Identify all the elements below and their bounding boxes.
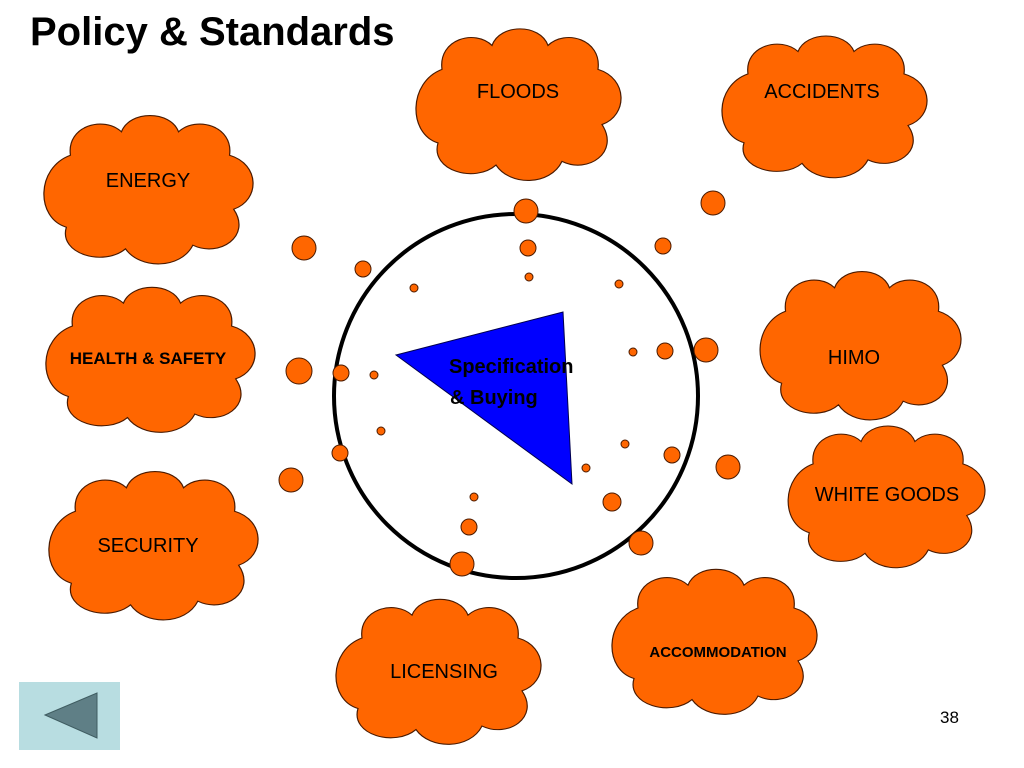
- bubble: [700, 190, 726, 216]
- cloud-label-licensing: LICENSING: [390, 661, 498, 683]
- bubble: [449, 551, 475, 577]
- bubble: [620, 439, 630, 449]
- cloud-accidents: ACCIDENTS: [721, 35, 928, 179]
- back-arrow-icon: [43, 692, 98, 739]
- bubble: [278, 467, 304, 493]
- bubble: [715, 454, 741, 480]
- page-number: 38: [940, 708, 959, 727]
- bubble: [460, 518, 478, 536]
- cloud-energy: ENERGY: [43, 114, 254, 265]
- cloud-label-accommodation: ACCOMMODATION: [649, 644, 786, 661]
- center-triangle: [394, 311, 573, 486]
- slide-title: Policy & Standards: [30, 10, 395, 54]
- bubble: [614, 279, 624, 289]
- bubble: [332, 364, 350, 382]
- bubble: [354, 260, 372, 278]
- bubble: [581, 463, 591, 473]
- bubble: [376, 426, 386, 436]
- bubble: [654, 237, 672, 255]
- cloud-white-goods: WHITE GOODS: [787, 425, 986, 569]
- bubble: [369, 370, 379, 380]
- bubbles: [278, 190, 741, 577]
- cloud-label-white-goods: WHITE GOODS: [815, 484, 959, 506]
- bubble: [524, 272, 534, 282]
- bubble: [469, 492, 479, 502]
- cloud-health-safety: HEALTH & SAFETY: [45, 286, 256, 433]
- cloud-label-floods: FLOODS: [477, 81, 559, 103]
- cloud-accommodation: ACCOMMODATION: [611, 568, 818, 715]
- cloud-security: SECURITY: [48, 470, 259, 621]
- bubble: [602, 492, 622, 512]
- cloud-label-security: SECURITY: [97, 535, 198, 557]
- bubble: [285, 357, 313, 385]
- bubble: [693, 337, 719, 363]
- cloud-label-accidents: ACCIDENTS: [764, 81, 880, 103]
- bubble: [628, 347, 638, 357]
- bubble: [628, 530, 654, 556]
- bubble: [656, 342, 674, 360]
- center-label-line2: & Buying: [450, 387, 538, 409]
- cloud-floods: FLOODS: [415, 28, 622, 182]
- bubble: [663, 446, 681, 464]
- bubble: [291, 235, 317, 261]
- bubble: [409, 283, 419, 293]
- bubble: [331, 444, 349, 462]
- cloud-label-health-safety: HEALTH & SAFETY: [70, 349, 227, 368]
- cloud-label-himo: HIMO: [828, 347, 880, 369]
- bubble: [519, 239, 537, 257]
- bubble: [513, 198, 539, 224]
- back-button[interactable]: [19, 682, 120, 750]
- cloud-himo: HIMO: [759, 271, 962, 421]
- center-label-line1: Specification: [449, 356, 573, 378]
- cloud-licensing: LICENSING: [335, 598, 542, 745]
- cloud-label-energy: ENERGY: [106, 170, 190, 192]
